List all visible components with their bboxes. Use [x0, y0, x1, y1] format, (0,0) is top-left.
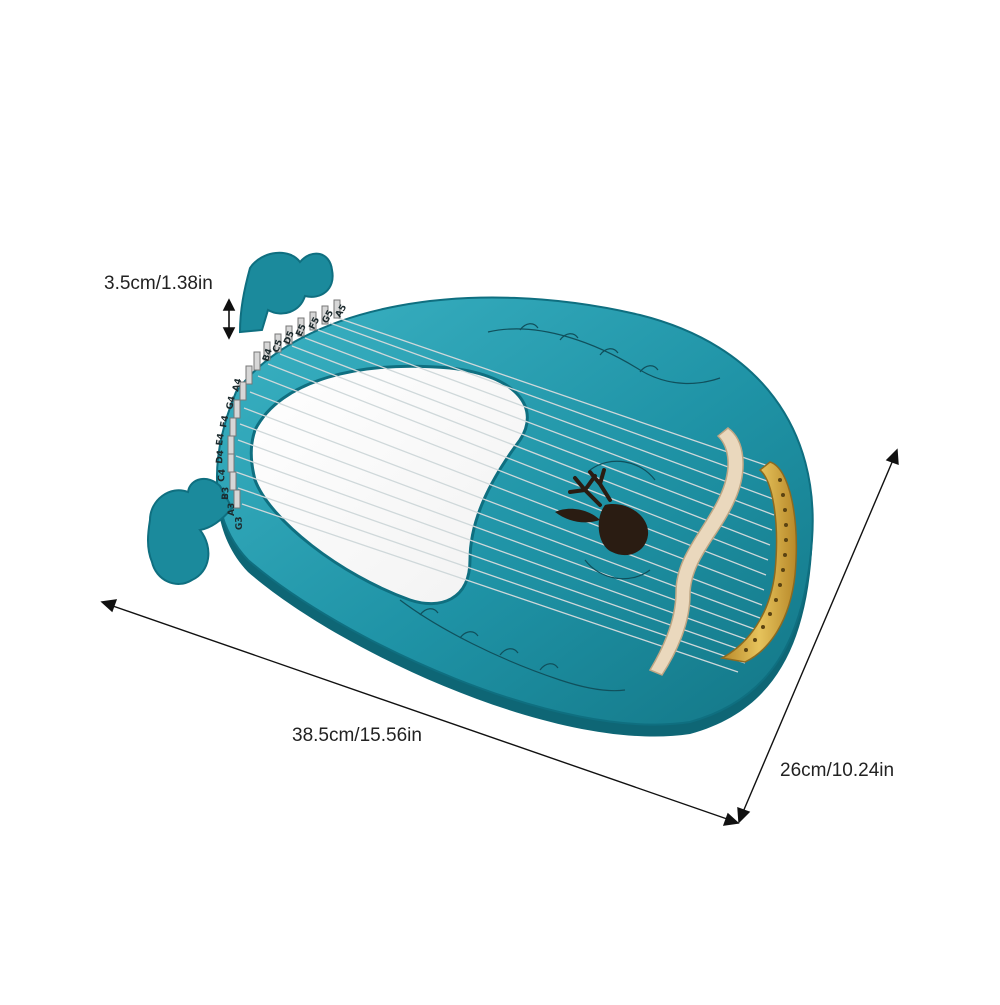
note-label: F5	[308, 316, 322, 332]
tuning-pins	[227, 299, 341, 509]
note-label: G3	[235, 516, 245, 530]
deer-soundhole-icon	[555, 460, 656, 580]
note-label: B3	[221, 487, 231, 500]
length-dimension-arrow	[100, 599, 740, 826]
engraved-vines	[399, 323, 721, 692]
height-dimension-arrow	[222, 298, 236, 340]
note-label: F4	[219, 415, 231, 429]
width-dimension-label: 26cm/10.24in	[780, 760, 895, 781]
note-label: D4	[215, 450, 226, 465]
width-dimension-arrow	[737, 448, 899, 824]
note-label: A4	[231, 377, 244, 392]
note-label: D5	[283, 330, 297, 346]
upper-scroll	[238, 251, 334, 334]
height-dimension-label: 3.5cm/1.38in	[104, 273, 213, 294]
strings	[235, 317, 781, 673]
note-label: B4	[261, 347, 275, 363]
note-label: C4	[217, 469, 228, 483]
tailpiece	[719, 461, 798, 663]
note-label: C5	[271, 339, 285, 355]
wooden-bridge	[648, 427, 744, 676]
length-dimension-label: 38.5cm/15.56in	[292, 725, 422, 746]
note-label: E4	[215, 433, 227, 447]
note-labels: A5 G5 F5 E5 D5 C5 B4 A4 G4 F4 E4 D4 C4 B…	[215, 303, 349, 530]
note-label: G4	[225, 395, 238, 410]
lower-scroll	[147, 477, 234, 585]
note-label: E5	[295, 323, 309, 338]
note-label: A3	[227, 503, 237, 516]
harp-opening	[249, 364, 529, 606]
